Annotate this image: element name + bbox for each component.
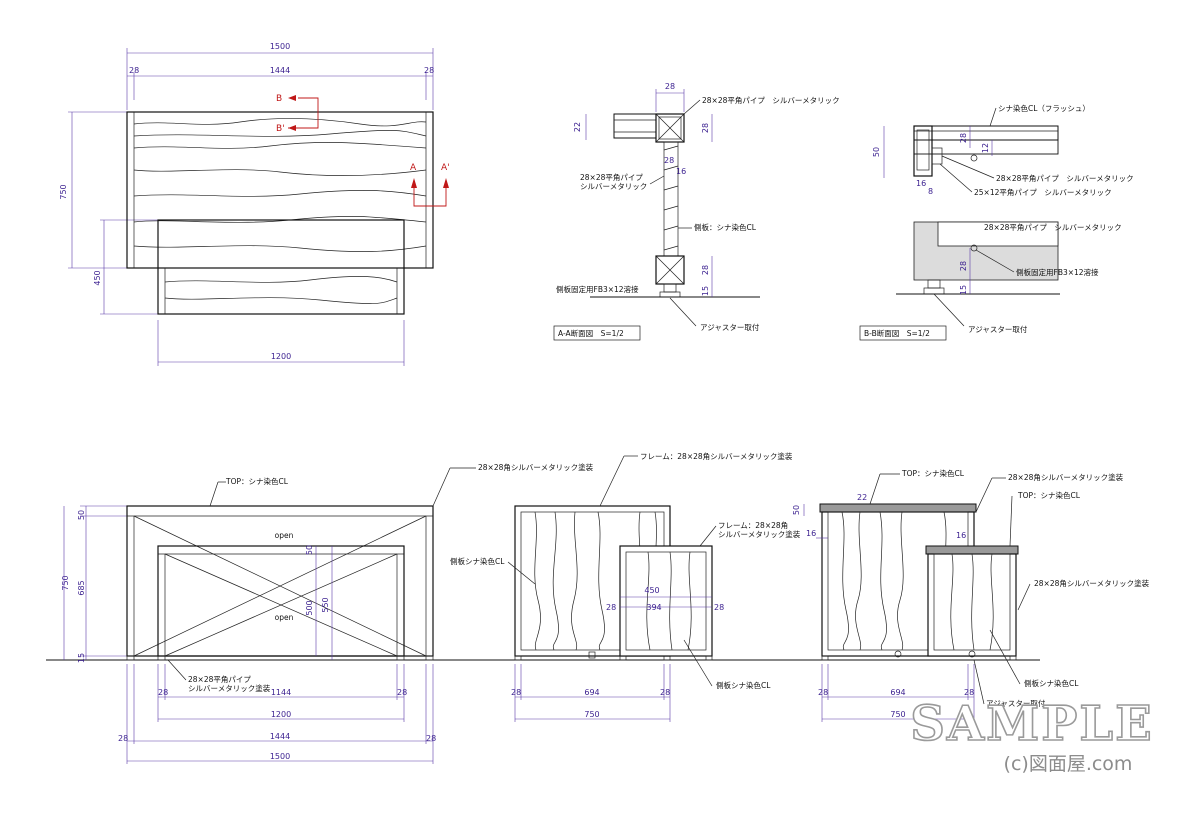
front-label-pipe-bottom-2: シルバーメタリック塗装 (188, 683, 271, 693)
front-dim-15: 15 (77, 653, 86, 663)
ss-dim-50: 50 (792, 505, 801, 515)
front-dim-1500: 1500 (270, 752, 290, 761)
aa-label-pipe-left-2: シルバーメタリック (580, 182, 647, 191)
bb-dim-50: 50 (872, 147, 881, 157)
aa-label-pipe-top: 28×28平角パイプ シルバーメタリック (702, 95, 840, 105)
bb-dim-15: 15 (959, 285, 968, 295)
bb-label-pipe-mid: 28×28平角パイプ シルバーメタリック (984, 222, 1122, 232)
ss-label-pipe1: 28×28角シルバーメタリック塗装 (1008, 472, 1124, 482)
ss-label-top2: TOP：シナ染色CL (1017, 490, 1081, 500)
bb-dim-28b: 28 (959, 261, 968, 271)
front-elevation: 750 50 685 15 open open 50 500 550 (61, 462, 594, 764)
section-marker-a-prime: A' (441, 163, 450, 173)
front-dim-1444: 1444 (270, 732, 290, 741)
ss-label-top1: TOP：シナ染色CL (901, 468, 965, 478)
plan-dim-1200: 1200 (271, 352, 291, 361)
side-dim-750: 750 (584, 710, 599, 719)
aa-dim-28-top: 28 (665, 82, 675, 91)
plan-dim-1500: 1500 (270, 42, 290, 51)
section-marker-a: A (410, 163, 417, 173)
aa-dim-28-low: 28 (701, 265, 710, 275)
ss-label-adjuster: アジャスター取付 (986, 698, 1046, 708)
section-marker-b: B (276, 94, 282, 104)
side-dim-394: 394 (646, 603, 661, 612)
section-aa: 28 22 28 28 16 28 15 28×28平角パイプ シルバーメタリッ (553, 82, 840, 341)
front-dim-1144: 1144 (271, 688, 291, 697)
side-dim-28a: 28 (606, 603, 616, 612)
side-label-frame-big: フレーム：28×28角シルバーメタリック塗装 (640, 451, 793, 461)
ss-label-side-panel: 側板シナ染色CL (1024, 678, 1079, 688)
front-label-pipe-paint: 28×28角シルバーメタリック塗装 (478, 462, 594, 472)
front-dim-28d: 28 (426, 734, 436, 743)
ss-dim-16b: 16 (956, 531, 966, 540)
bb-dim-16: 16 (916, 179, 926, 188)
front-dim-750: 750 (61, 575, 70, 590)
watermark: SAMPLE (c)図面屋.com (909, 695, 1153, 775)
aa-dim-28-mid: 28 (664, 156, 674, 165)
aa-label-side-panel: 側板：シナ染色CL (694, 222, 757, 232)
side-label-panel-2: 側板シナ染色CL (716, 680, 771, 690)
side-label-frame-small-1: フレーム：28×28角 (718, 520, 788, 530)
side-label-panel-1: 側板シナ染色CL (450, 556, 505, 566)
plan-dim-28-right: 28 (424, 66, 434, 75)
front-label-top: TOP：シナ染色CL (225, 476, 289, 486)
plan-dim-1444: 1444 (270, 66, 290, 75)
plan-view: 1500 1444 28 28 750 450 (59, 42, 450, 366)
bb-label-pipe-top: 28×28平角パイプ シルバーメタリック (996, 173, 1134, 183)
aa-dim-22: 22 (573, 122, 582, 132)
front-dim-28a: 28 (158, 688, 168, 697)
front-label-pipe-bottom-1: 28×28平角パイプ (188, 674, 251, 684)
bb-dim-8: 8 (928, 187, 933, 196)
plan-dim-450: 450 (93, 270, 102, 285)
aa-title: A-A断面図 S=1/2 (558, 328, 624, 338)
aa-dim-16: 16 (676, 167, 686, 176)
front-dim-28b: 28 (397, 688, 407, 697)
section-bb: 50 28 12 16 8 28 15 シナ染色CL（フラッシュ） 28×28平… (859, 103, 1134, 341)
side-section: 50 22 16 16 TOP：シナ染色CL 28×28角シルバーメタリック塗装… (792, 468, 1150, 722)
side-dim-28b: 28 (714, 603, 724, 612)
side-elevation: 450 28 394 28 フレーム：28×28角シルバーメタリック塗装 フレー… (450, 451, 801, 722)
ss-dim-16a: 16 (806, 529, 816, 538)
ss-dim-694: 694 (890, 688, 905, 697)
bb-label-adjuster: アジャスター取付 (968, 324, 1028, 334)
bb-title: B-B断面図 S=1/2 (864, 328, 930, 338)
front-label-open-1: open (275, 531, 294, 540)
bb-label-fixing-fb: 側板固定用FB3×12溶接 (1016, 267, 1099, 277)
plan-dim-28-left: 28 (129, 66, 139, 75)
side-dim-450: 450 (644, 586, 659, 595)
front-dim-28c: 28 (118, 734, 128, 743)
watermark-sample: SAMPLE (910, 696, 1153, 752)
bb-dim-12: 12 (981, 143, 990, 153)
bb-label-pipe-25: 25×12平角パイプ シルバーメタリック (974, 187, 1112, 197)
side-dim-694: 694 (584, 688, 599, 697)
watermark-copyright: (c)図面屋.com (1004, 753, 1133, 775)
front-label-open-2: open (275, 613, 294, 622)
aa-label-pipe-left-1: 28×28平角パイプ (580, 172, 643, 182)
bb-dim-28a: 28 (959, 133, 968, 143)
aa-dim-28-right: 28 (701, 123, 710, 133)
front-dim-685: 685 (77, 580, 86, 595)
front-dim-50b: 50 (305, 545, 314, 555)
side-dim-28c: 28 (511, 688, 521, 697)
front-dim-50: 50 (77, 510, 86, 520)
ss-dim-750: 750 (890, 710, 905, 719)
ss-dim-28a: 28 (818, 688, 828, 697)
side-label-frame-small-2: シルバーメタリック塗装 (718, 529, 801, 539)
front-dim-500: 500 (305, 600, 314, 615)
side-dim-28d: 28 (660, 688, 670, 697)
section-marker-b-prime: B' (276, 124, 285, 134)
ss-dim-22: 22 (857, 493, 867, 502)
aa-label-adjuster: アジャスター取付 (700, 322, 760, 332)
aa-dim-15: 15 (701, 286, 710, 296)
ss-dim-28b: 28 (964, 688, 974, 697)
bb-label-cl-flush: シナ染色CL（フラッシュ） (998, 103, 1090, 113)
aa-label-fixing-fb: 側板固定用FB3×12溶接 (556, 284, 639, 294)
front-dim-1200: 1200 (271, 710, 291, 719)
plan-dim-750: 750 (59, 184, 68, 199)
front-dim-550: 550 (321, 597, 330, 612)
ss-label-pipe2: 28×28角シルバーメタリック塗装 (1034, 578, 1150, 588)
